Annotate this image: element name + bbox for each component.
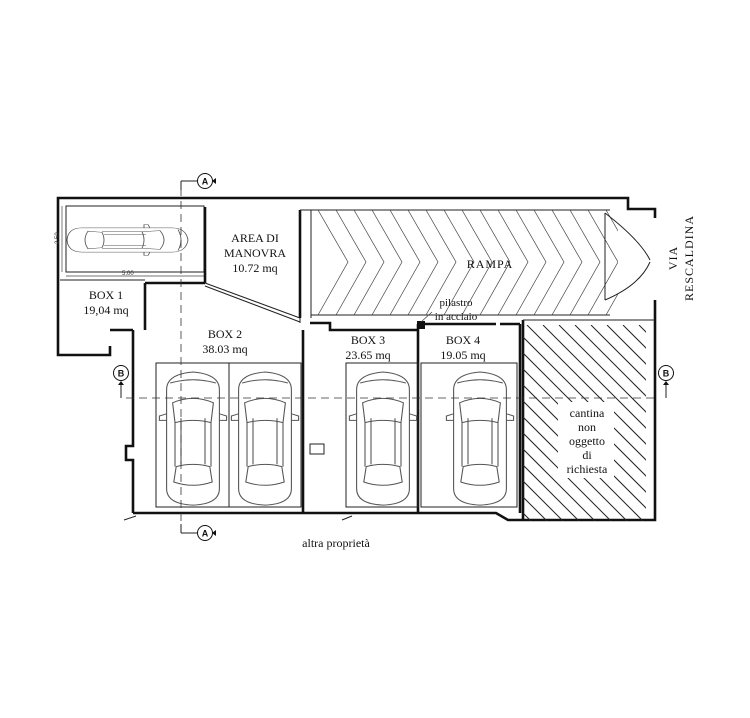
room-labels: BOX 1 19,04 mq AREA DI MANOVRA 10.72 mq … [83,215,696,550]
hatch-line [523,480,564,521]
hatch-line [523,432,612,521]
street-name-label: RESCALDINA [682,215,696,301]
section-marker-a-bottom: A [180,524,216,541]
box2-name: BOX 2 [208,327,242,341]
cantina-hatch [523,325,750,525]
hatch-line [523,464,580,521]
svg-text:A: A [202,177,209,187]
ramp-chevron [407,210,439,315]
hatch-line [523,448,596,521]
ramp-chevron [443,210,475,315]
section-lines [126,188,658,530]
hatch-line [622,325,646,349]
ramp-chevron [533,210,565,315]
box2-area-value: 38.03 mq [202,342,247,356]
svg-text:B: B [118,369,125,379]
svg-text:A: A [202,529,209,539]
hatch-line [655,325,750,525]
svg-text:non: non [578,420,596,434]
ramp-chevron [317,210,349,315]
altra-proprieta-label: altra proprietà [302,536,370,550]
dimension-vertical: 2.50 [55,232,61,244]
parking-bays [155,362,518,508]
box4-area-value: 19.05 mq [440,348,485,362]
outer-walls [56,196,657,522]
section-marker-a-top: A [180,173,216,190]
car-box4 [445,371,515,506]
manovra-area-value: 10.72 mq [232,261,277,275]
ramp [311,209,651,316]
manovra-name-1: AREA DI [231,231,279,245]
box1-name: BOX 1 [89,288,123,302]
car-box2-right [230,371,300,506]
via-label: VIA [666,246,680,270]
ramp-label: RAMPA [467,257,514,271]
ramp-chevron [587,210,618,315]
svg-text:B: B [663,369,670,379]
hatch-line [526,325,646,445]
ramp-chevron [425,210,457,315]
ramp-chevron [353,210,385,315]
ramp-chevron [515,210,547,315]
ramp-chevron [605,210,618,315]
hatch-line [606,325,646,365]
ramp-chevron [371,210,403,315]
svg-text:richiesta: richiesta [567,462,608,476]
ramp-chevron [497,210,529,315]
box1-area: 2.50 5.00 [55,205,205,285]
section-marker-b-left: B [113,365,129,398]
cantina-label: cantina non oggetto di richiesta [558,402,614,478]
ramp-chevron [335,210,367,315]
hatch-line [523,400,644,521]
hatch-line [523,416,628,521]
dimension-horizontal: 5.00 [122,271,134,277]
section-marker-b-right: B [658,365,674,398]
wall-ticks [123,515,353,521]
pillar-label-1: pilastro [440,297,473,309]
box3-area-value: 23.65 mq [345,348,390,362]
manovra-name-2: MANOVRA [224,246,286,260]
ramp-chevron [389,210,421,315]
box3-name: BOX 3 [351,333,385,347]
car-box3 [348,371,418,506]
hatch-line [574,325,646,397]
car-box2-left [158,371,228,506]
hatch-line [542,325,646,429]
hatch-line [590,325,646,381]
hatch-line [687,325,750,525]
steel-pillar [417,321,425,329]
ramp-chevron [461,210,493,315]
pillar-label-2: in acciaio [435,311,478,323]
ramp-chevron [479,210,511,315]
car-box1 [66,224,189,256]
svg-text:di: di [582,448,592,462]
box1-area-value: 19,04 mq [83,303,128,317]
hatch-line [558,325,646,413]
ramp-chevron [569,210,601,315]
svg-text:cantina: cantina [570,406,605,420]
hatch-line [671,325,750,525]
box4-name: BOX 4 [446,333,480,347]
manovra-partition [203,207,312,323]
svg-text:oggetto: oggetto [569,434,605,448]
ramp-chevron [551,210,583,315]
